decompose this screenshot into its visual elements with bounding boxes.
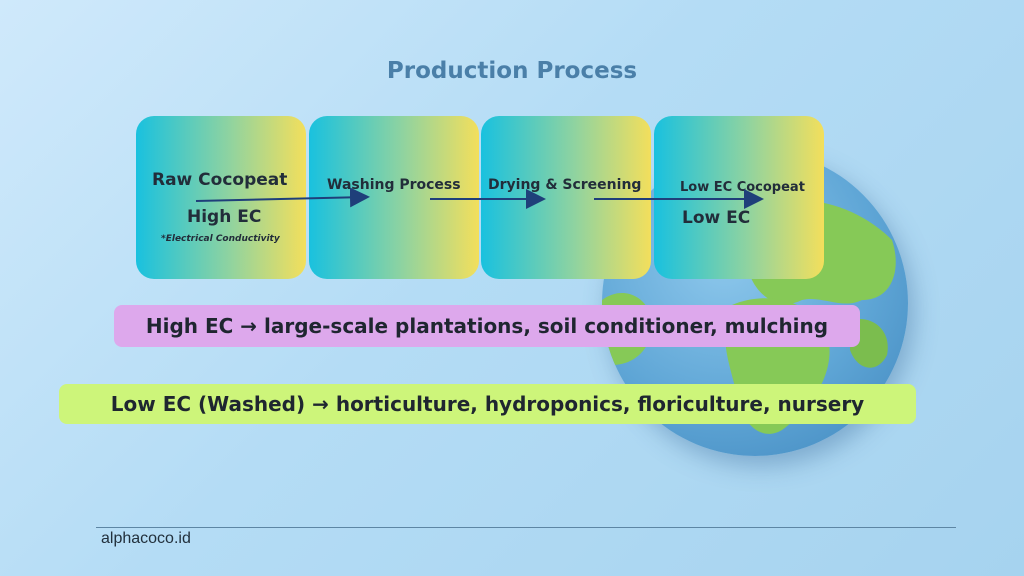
page-title: Production Process — [386, 58, 638, 84]
step-sub-raw: High EC — [187, 207, 262, 227]
footer-site: alphacoco.id — [101, 530, 191, 547]
step-note-raw: *Electrical Conductivity — [161, 234, 280, 244]
low-ec-uses: Low EC (Washed) → horticulture, hydropon… — [59, 384, 916, 424]
arrow-raw-to-washing — [195, 187, 370, 208]
step-box-raw — [136, 116, 306, 279]
step-sub-lowec: Low EC — [682, 208, 751, 228]
step-title-raw: Raw Cocopeat — [152, 170, 288, 190]
high-ec-uses: High EC → large-scale plantations, soil … — [114, 305, 860, 347]
step-box-drying — [481, 116, 651, 279]
footer-divider — [96, 527, 956, 528]
step-title-lowec: Low EC Cocopeat — [680, 180, 805, 195]
step-box-lowec — [654, 116, 824, 279]
